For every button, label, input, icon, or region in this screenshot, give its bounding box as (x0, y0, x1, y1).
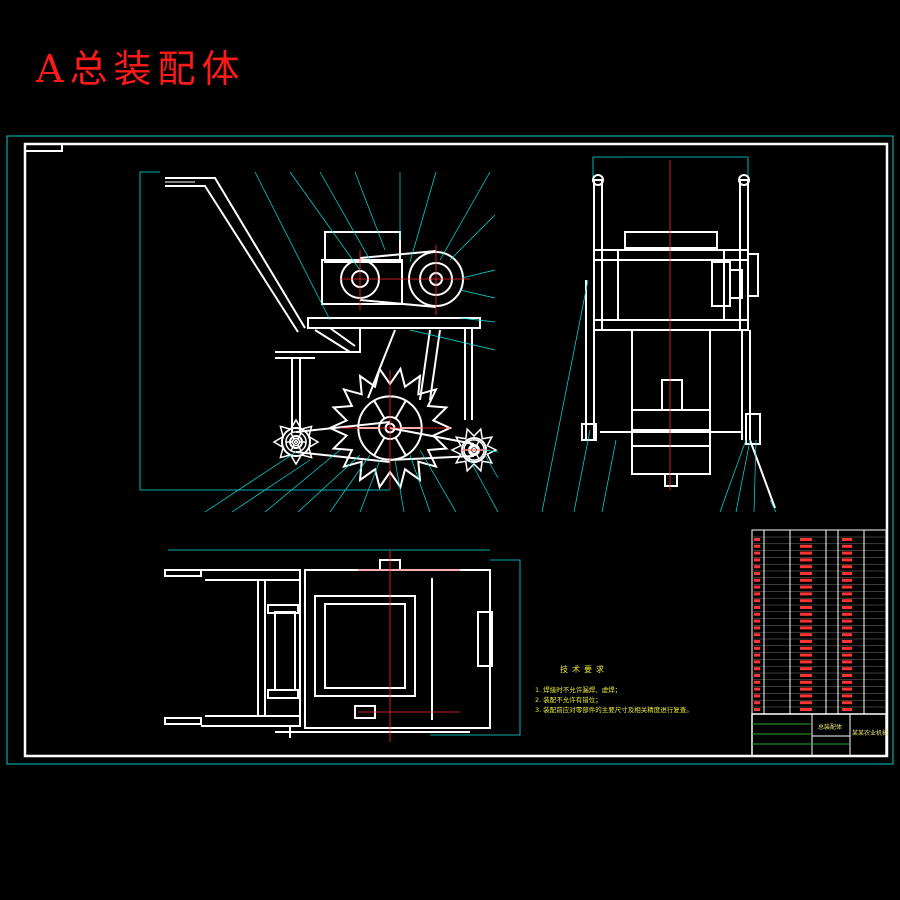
sheet-border (6, 135, 894, 765)
title-block (751, 713, 887, 757)
parts-list (751, 529, 887, 715)
top-dim-right (430, 559, 521, 736)
front-leaders (204, 171, 499, 513)
title-block-unit: 某某农业机械 (852, 730, 889, 737)
page-title: A总装配体 (36, 47, 246, 91)
front-centerlines (340, 245, 490, 490)
tech-requirements-title: 技术要求 (560, 665, 608, 674)
side-view (581, 156, 776, 509)
front-view (139, 171, 487, 491)
top-centerlines (358, 550, 460, 742)
left-sprocket (272, 418, 320, 466)
title-block-drawing-name: 总装配体 (818, 724, 843, 731)
tech-requirement-3: 3. 装配前应对零部件的主要尺寸及相关精度进行复查。 (535, 706, 693, 714)
side-leaders (541, 279, 777, 513)
tech-requirement-2: 2. 装配不允许有错位； (535, 696, 602, 704)
tech-requirement-1: 1. 焊接时不允许漏焊、虚焊； (535, 686, 622, 694)
top-view (164, 549, 493, 738)
